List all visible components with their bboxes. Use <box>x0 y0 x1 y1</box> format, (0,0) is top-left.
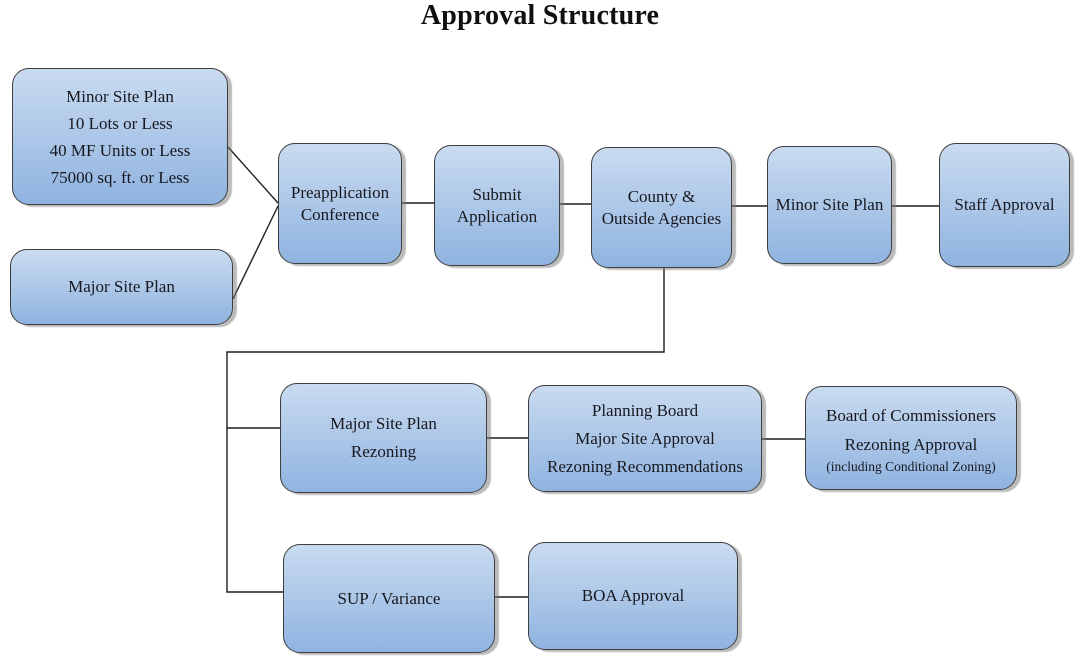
node-county-outside-agencies: County & Outside Agencies <box>591 147 732 268</box>
node-line: Submit <box>472 184 522 204</box>
node-submit-application: Submit Application <box>434 145 560 266</box>
node-line: Rezoning <box>350 442 417 461</box>
node-line: County & <box>627 186 696 206</box>
node-line: Staff Approval <box>954 195 1055 214</box>
node-line: Major Site Approval <box>575 428 715 448</box>
node-board-of-commissioners: Board of Commissioners Rezoning Approval… <box>805 386 1017 490</box>
node-line: Minor Site Plan <box>66 86 174 106</box>
edge-major-intro-to-preapp <box>232 205 279 300</box>
node-staff-approval: Staff Approval <box>939 143 1070 267</box>
node-line: 40 MF Units or Less <box>49 140 191 160</box>
node-line: Application <box>456 206 538 226</box>
node-boa-approval: BOA Approval <box>528 542 738 650</box>
node-line: Board of Commissioners <box>826 406 996 425</box>
node-line: Conference <box>300 204 380 224</box>
page-title: Approval Structure <box>420 0 660 31</box>
node-major-site-plan: Major Site Plan <box>10 249 233 325</box>
node-line: Minor Site Plan <box>775 195 884 214</box>
edge-minor-criteria-to-preapp <box>227 146 279 204</box>
node-sup-variance: SUP / Variance <box>283 544 495 653</box>
node-line: 75000 sq. ft. or Less <box>50 167 190 187</box>
node-line: SUP / Variance <box>337 588 441 608</box>
node-line: Planning Board <box>591 400 699 420</box>
node-preapplication-conference: Preapplication Conference <box>278 143 402 264</box>
node-line: Major Site Plan <box>330 414 437 433</box>
node-minor-site-plan-review: Minor Site Plan <box>767 146 892 264</box>
node-line: BOA Approval <box>581 586 685 605</box>
node-line: Rezoning Recommendations <box>547 456 743 476</box>
node-planning-board: Planning Board Major Site Approval Rezon… <box>528 385 762 492</box>
node-line: Rezoning Approval <box>844 435 978 454</box>
node-major-site-plan-rezoning: Major Site Plan Rezoning <box>280 383 487 493</box>
node-line: Preapplication <box>290 182 390 202</box>
node-line: Outside Agencies <box>601 208 722 228</box>
node-minor-site-plan-criteria: Minor Site Plan 10 Lots or Less 40 MF Un… <box>12 68 228 205</box>
node-line: 10 Lots or Less <box>67 113 173 133</box>
node-line: Major Site Plan <box>68 277 175 296</box>
node-line-small: (including Conditional Zoning) <box>826 459 996 474</box>
